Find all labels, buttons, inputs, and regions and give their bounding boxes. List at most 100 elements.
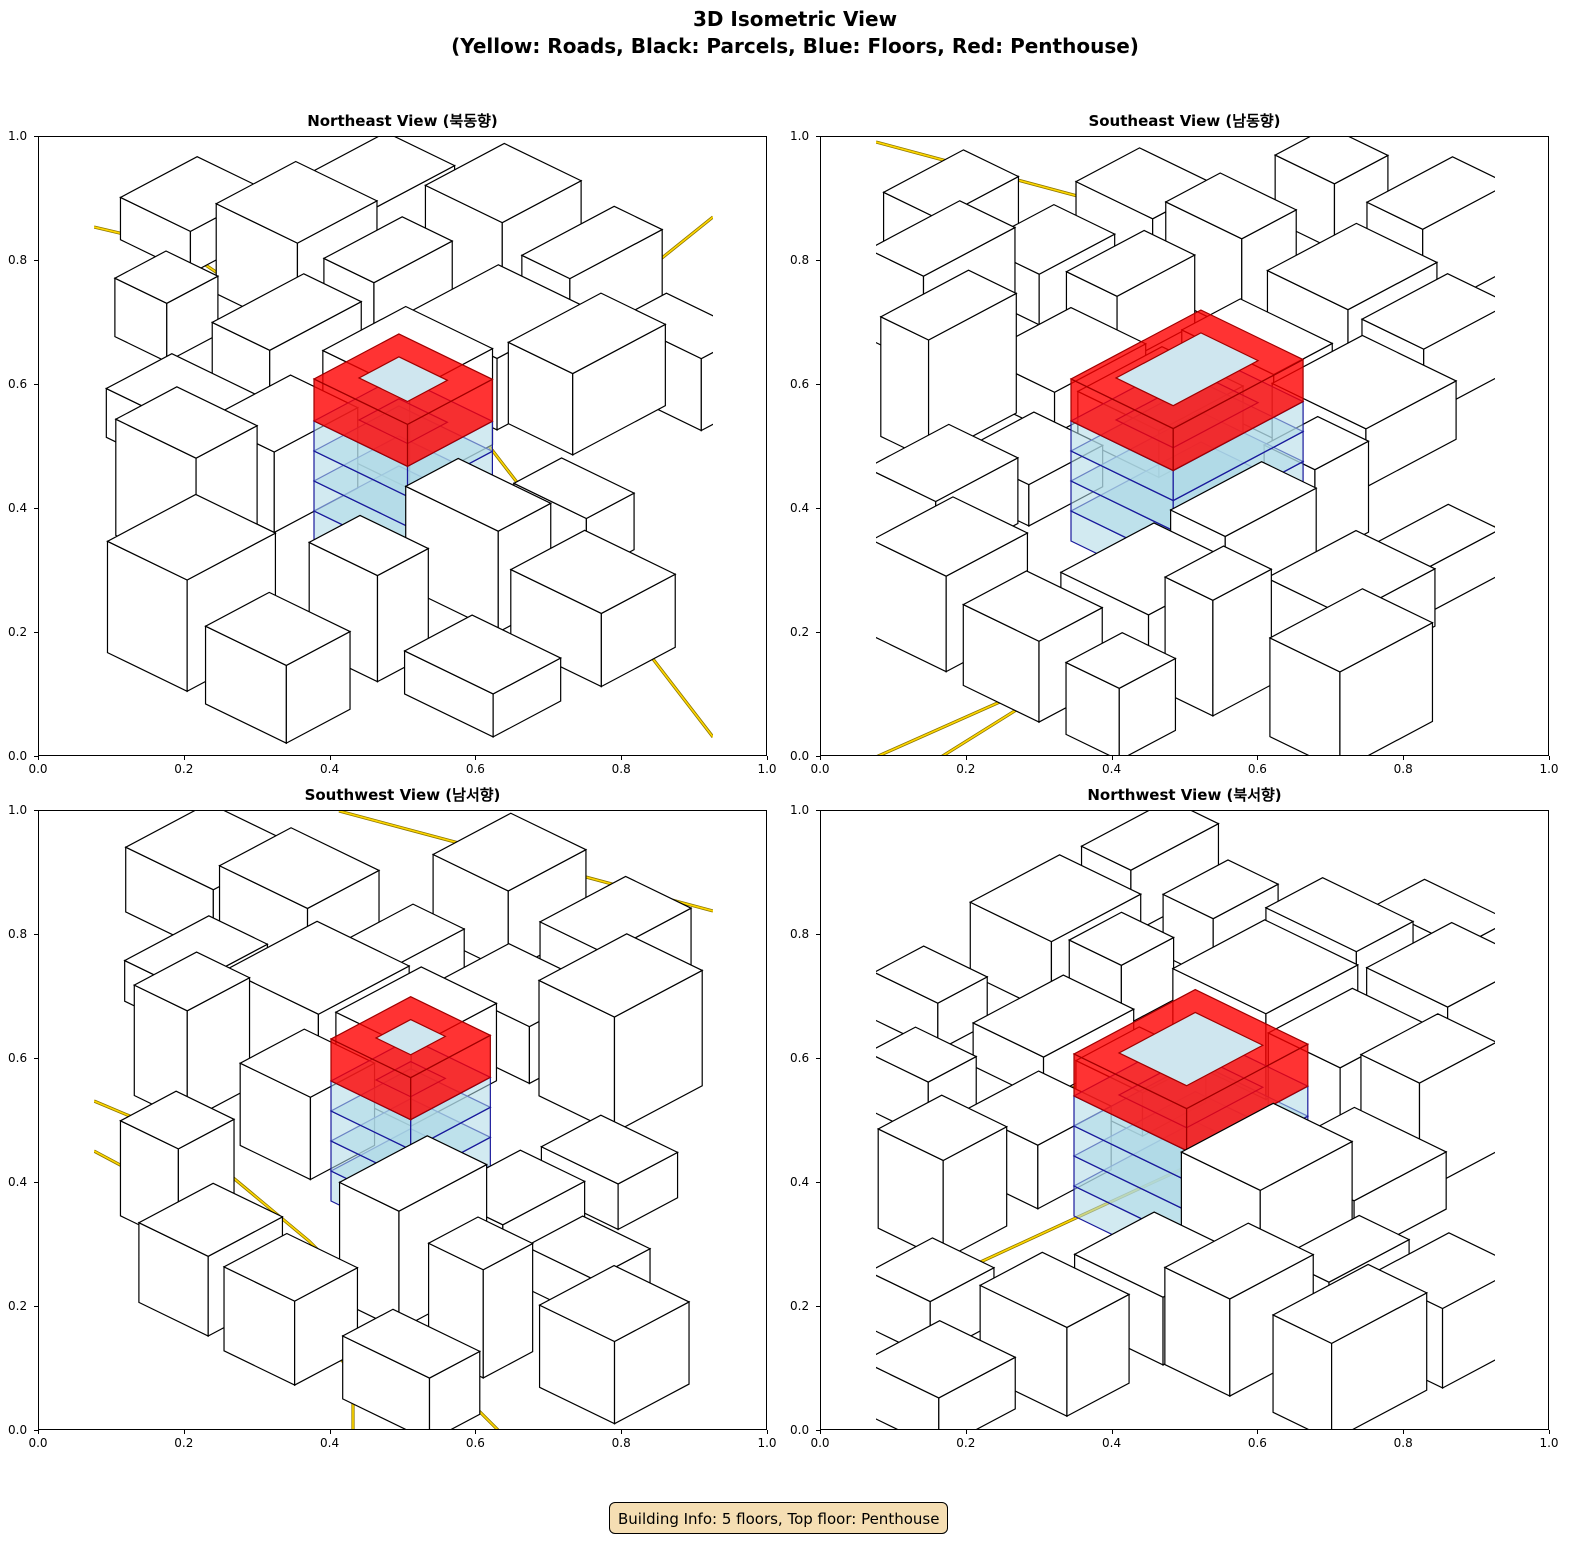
y-tick-label: 0.8 [790,253,810,267]
y-tick-label: 0.0 [790,749,810,763]
axes [820,136,1549,756]
parcel-building-top [520,205,664,280]
x-tick-mark [820,756,821,760]
isometric-scene [94,811,713,1429]
y-tick-label: 0.6 [8,377,28,391]
parcel-building-face [700,351,713,432]
y-tick-mark [34,1306,38,1307]
y-tick-label: 0.6 [790,1051,810,1065]
parcel-building-top [1271,1263,1429,1345]
x-tick-mark [965,1430,967,1434]
figure-title-line2: (Yellow: Roads, Black: Parcels, Blue: Fl… [451,34,1139,58]
y-tick-mark [34,1058,38,1059]
y-tick-label: 0.8 [8,253,28,267]
y-tick-label: 0.0 [790,1423,810,1437]
x-tick-mark [183,756,185,760]
parcel-building-top [879,269,1018,341]
x-tick-mark [621,1430,623,1434]
x-tick-mark [820,1430,821,1434]
x-tick-mark [1257,756,1259,760]
y-tick-label: 0.2 [790,1299,810,1313]
x-tick-label: 0.0 [28,762,48,776]
parcel-building-top [882,149,1020,220]
x-tick-label: 1.0 [757,762,777,776]
parcel-building-top [1064,632,1177,690]
x-tick-mark [965,756,967,760]
parcel-building-face [880,315,930,461]
x-tick-label: 0.8 [611,1436,631,1450]
y-tick-label: 0.4 [790,1175,810,1189]
penthouse-opening [357,356,449,403]
parcel-building-top [512,457,636,520]
y-tick-label: 1.0 [790,803,810,817]
parcel-building-top [119,1090,236,1150]
parcel-building-top [1273,137,1390,185]
parcel-building-top [876,200,1017,277]
parcel-building-top [1268,588,1434,673]
x-tick-label: 0.6 [465,1436,485,1450]
x-tick-label: 0.2 [174,1436,194,1450]
y-tick-label: 1.0 [790,129,810,143]
axes [38,810,767,1430]
parcel-building-top [1080,811,1220,871]
x-tick-label: 1.0 [1539,1436,1559,1450]
x-tick-label: 0.6 [1247,1436,1267,1450]
y-tick-mark [34,934,38,935]
x-tick-mark [1111,756,1113,760]
y-tick-label: 0.0 [8,749,28,763]
isometric-scene [876,137,1495,755]
x-tick-label: 0.0 [810,762,830,776]
x-tick-mark [621,756,623,760]
parcel-building-top [538,875,693,955]
parcel-building-top [1163,545,1273,601]
parcel-building-top [876,1094,1009,1162]
parcel-building-top [210,273,363,351]
y-tick-mark [816,1430,820,1431]
parcel-building-top [1359,1013,1495,1084]
parcel-building-top [876,945,989,1004]
y-tick-mark [34,384,38,385]
parcel-building-top [307,514,430,577]
parcel-building-top [114,386,259,459]
parcel-building-top [1264,876,1415,953]
parcel-building-top [427,1216,534,1271]
parcel-building-top [961,570,1104,642]
y-tick-mark [816,632,820,633]
panel-title: Northwest View (북서향) [1087,786,1282,804]
parcel-building-top [978,1251,1131,1329]
y-tick-mark [34,136,38,137]
penthouse-opening [374,1018,447,1056]
y-tick-mark [816,1182,820,1183]
y-tick-label: 0.4 [8,501,28,515]
x-tick-mark [475,756,477,760]
y-tick-mark [34,1430,38,1431]
parcel-building-top [537,933,704,1018]
x-tick-label: 0.2 [174,762,194,776]
y-tick-label: 0.6 [790,377,810,391]
parcel-building-top [876,1319,1017,1399]
y-tick-mark [34,260,38,261]
parcel-building-top [1164,172,1298,240]
axes [38,136,767,756]
y-tick-label: 0.6 [8,1051,28,1065]
parcel-building-top [540,1114,679,1185]
x-tick-label: 0.0 [810,1436,830,1450]
axes [820,810,1549,1430]
figure-title-line1: 3D Isometric View [692,7,898,31]
parcel-building-top [876,496,1029,577]
parcel-building-top [1180,1102,1354,1192]
parcel-building-top [971,974,1136,1058]
y-tick-mark [816,1306,820,1307]
y-tick-label: 0.8 [790,927,810,941]
x-tick-label: 1.0 [1539,762,1559,776]
y-tick-label: 0.2 [8,1299,28,1313]
y-tick-mark [816,810,820,811]
isometric-scene [94,137,713,745]
y-tick-mark [816,934,820,935]
parcel-building-top [341,1308,482,1379]
parcel-building-top [1360,273,1495,350]
parcel-building-top [876,1026,978,1083]
x-tick-mark [767,1430,768,1434]
